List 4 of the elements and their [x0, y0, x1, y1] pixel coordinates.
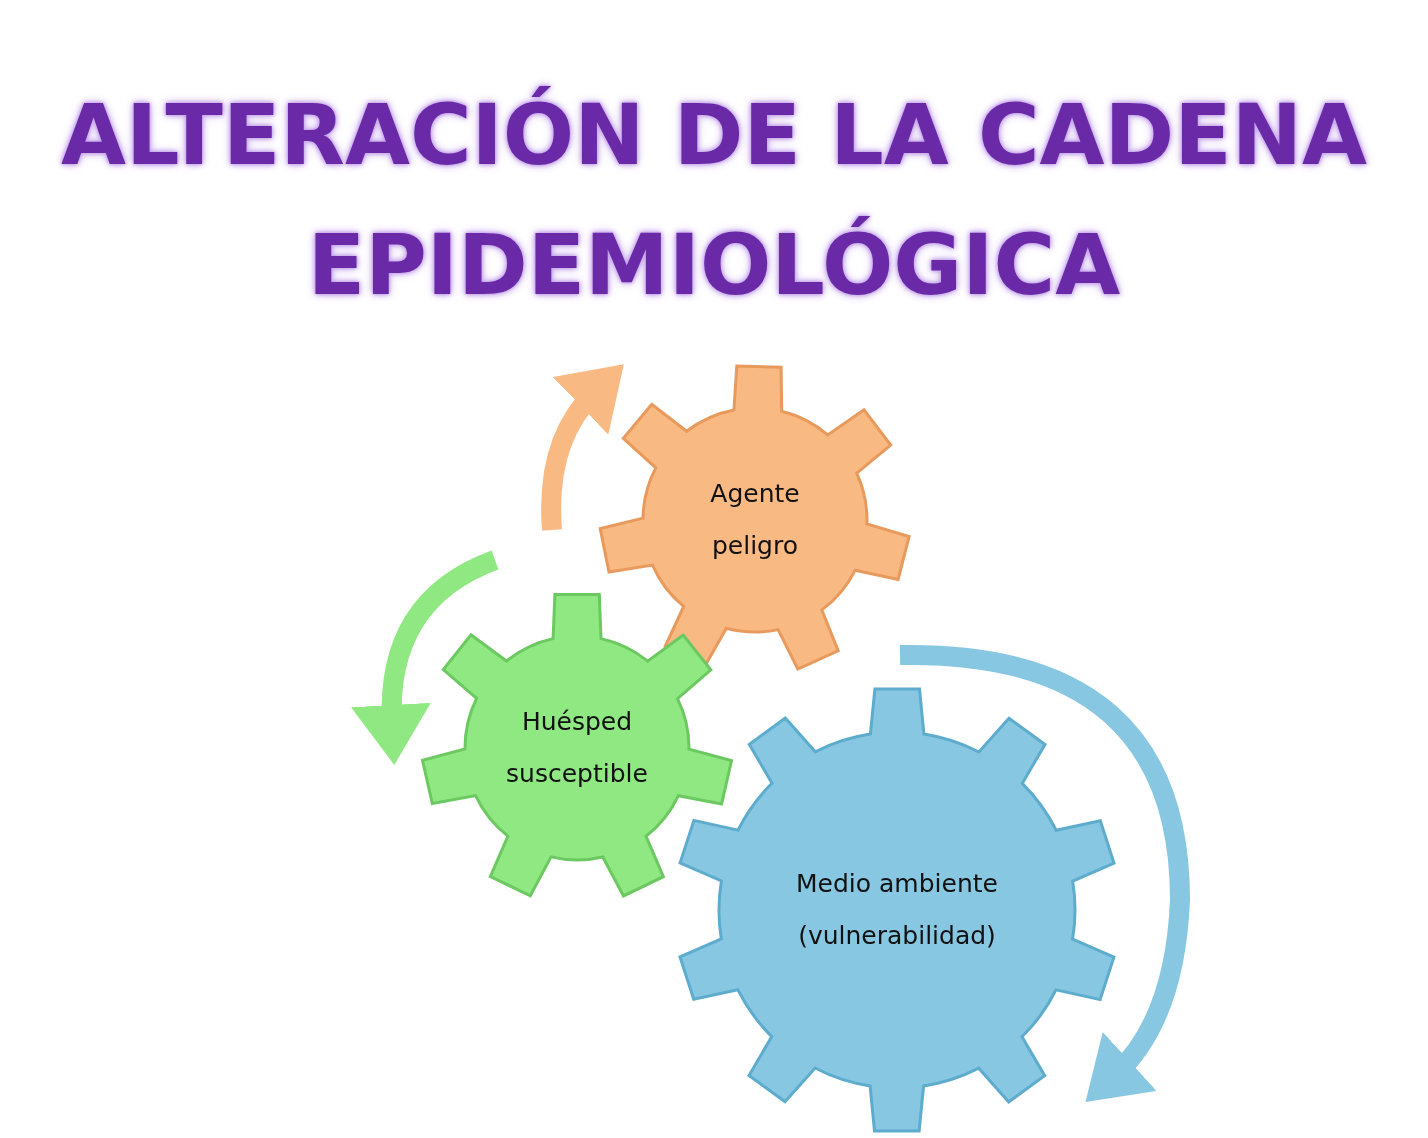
- gear-label: Medio ambiente (vulnerabilidad): [795, 868, 999, 952]
- gear-label: Huésped susceptible: [505, 706, 649, 790]
- gear-label: Agente peligro: [709, 478, 801, 562]
- title: ALTERACIÓN DE LA CADENA EPIDEMIOLÓGICA: [59, 85, 1369, 316]
